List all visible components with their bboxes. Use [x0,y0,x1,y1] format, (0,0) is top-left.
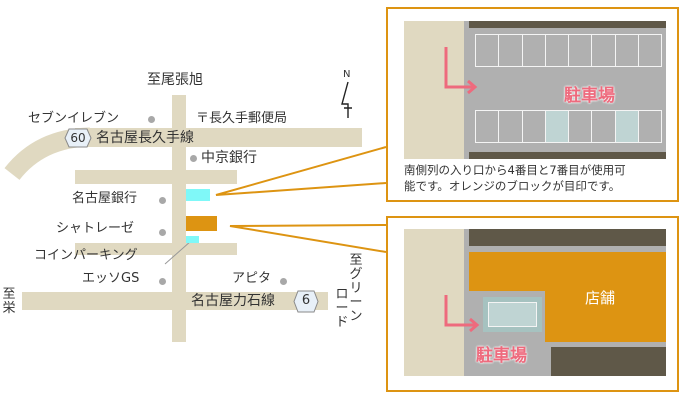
building-bottom [551,347,666,376]
parking-stall [499,35,523,66]
store-label: 店舗 [585,289,616,307]
landmark-post-office: 〒長久手郵便局 [196,111,288,126]
landmark-esso-gs: エッソGS [82,271,140,286]
wall-top [469,21,666,28]
parking-stall [569,35,593,66]
parking-lot-marker[interactable] [186,189,210,201]
building-top [469,229,666,246]
north-label: N [343,69,351,80]
route60-badge: 60 [64,128,92,152]
store-building[interactable] [545,252,666,342]
sidewalk-road [404,21,464,159]
direction-east-label-2: ロード [335,287,349,330]
store-marker[interactable] [186,216,217,231]
parking-stall [615,35,639,66]
landmark-dot [159,197,166,204]
parking-stall-available [545,111,569,142]
parking-stall [638,35,661,66]
parking-stall [569,111,593,142]
stall-row-north [475,34,662,67]
stall-row-south [475,110,662,143]
north-arrow-icon [341,81,352,118]
road-route6 [22,292,328,310]
store-area: 店舗 駐車場 [404,229,666,376]
store-parking-space [483,297,542,332]
road-route60 [75,128,362,147]
landmark-dot [280,278,287,285]
parking-stall [522,35,546,66]
direction-east-label-1: 至グリーン [349,253,363,324]
parking-stall [592,111,616,142]
coin-parking-leader-line [164,240,192,265]
parking-stall [476,35,500,66]
landmark-chateraise: シャトレーゼ [56,221,135,236]
coin-parking-marker[interactable] [186,236,199,243]
store-parking-label: 駐車場 [476,346,527,366]
road-side-2 [75,243,237,255]
landmark-dot [159,229,166,236]
parking-stall-available [615,111,639,142]
landmark-dot [159,278,166,285]
parking-stall [592,35,616,66]
wall-bottom [469,152,666,159]
landmark-nagoya-bank: 名古屋銀行 [72,191,138,206]
parking-stall [545,35,569,66]
road-main-north-south [172,95,186,342]
parking-caption-line1: 南側列の入り口から4番目と7番目が使用可 [404,163,626,177]
landmark-apita: アピタ [232,271,272,286]
direction-west-label: 至栄 [2,287,16,316]
store-parking-stall [488,302,537,327]
route6-badge: 6 [293,290,319,317]
parking-stall [499,111,523,142]
landmark-chukyo-bank: 中京銀行 [201,150,257,166]
entrance-arrow-icon [444,47,478,95]
sidewalk-road [404,229,464,376]
parking-stall [522,111,546,142]
direction-north-label: 至尾張旭 [147,72,203,88]
route6-name: 名古屋力石線 [191,293,275,309]
callout-leader-lines [215,146,387,253]
landmark-seven-eleven: セブンイレブン [28,111,120,126]
parking-label: 駐車場 [564,86,615,106]
parking-stall [638,111,661,142]
parking-caption-line2: 能です。オレンジのブロックが目印です。 [404,179,621,193]
landmark-coin-parking: コインパーキング [34,248,138,263]
landmark-dot [190,155,197,162]
entrance-arrow-icon [444,295,480,333]
parking-stall [476,111,500,142]
landmark-dot [148,116,155,123]
parking-lot-area: 駐車場 [404,21,666,159]
route60-name: 名古屋長久手線 [96,130,194,146]
road-side-1 [75,170,237,184]
